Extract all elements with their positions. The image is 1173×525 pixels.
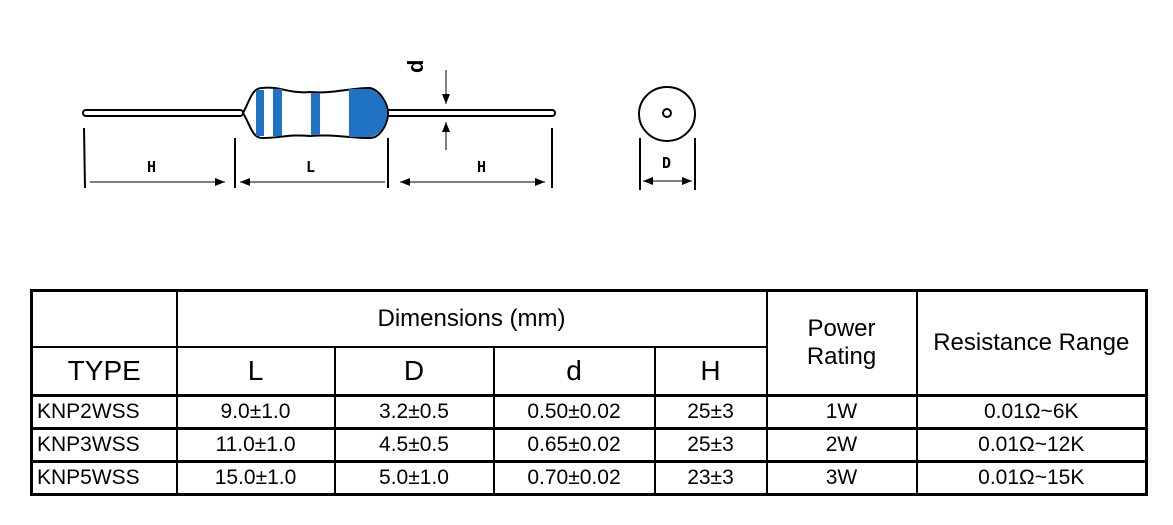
color-band xyxy=(273,89,282,136)
power-cell: 2W xyxy=(765,427,918,463)
range-cell: 0.01Ω~6K xyxy=(915,394,1148,430)
specifications-table: Dimensions (mm) Power Rating Resistance … xyxy=(30,289,1148,496)
dimension-label-h-left: H xyxy=(147,158,156,176)
h-cell: 25±3 xyxy=(653,394,768,430)
power-header-line1: Power xyxy=(807,315,876,342)
dimension-label-d-small: d xyxy=(403,60,428,73)
empty-header-cell xyxy=(30,289,178,348)
power-cell: 1W xyxy=(765,394,918,430)
type-cell: KNP2WSS xyxy=(30,394,178,430)
column-header-l: L xyxy=(175,346,336,397)
dimension-label-l: L xyxy=(306,158,315,176)
color-band xyxy=(311,93,320,135)
D-cell: 4.5±0.5 xyxy=(333,427,495,463)
resistor-end-view xyxy=(638,86,696,190)
d-cell: 0.70±0.02 xyxy=(492,460,656,496)
dimensions-header: Dimensions (mm) xyxy=(175,289,768,348)
table-row: KNP3WSS 11.0±1.0 4.5±0.5 0.65±0.02 25±3 … xyxy=(30,427,1148,463)
range-cell: 0.01Ω~12K xyxy=(915,427,1148,463)
type-cell: KNP3WSS xyxy=(30,427,178,463)
power-header-line2: Rating xyxy=(806,343,877,370)
dimension-label-d-big: D xyxy=(662,154,671,172)
type-cell: KNP5WSS xyxy=(30,460,178,496)
d-cell: 0.65±0.02 xyxy=(492,427,656,463)
resistor-dimension-diagram: H L H d D xyxy=(82,60,696,190)
table-row: KNP2WSS 9.0±1.0 3.2±0.5 0.50±0.02 25±3 1… xyxy=(30,394,1148,430)
h-cell: 23±3 xyxy=(653,460,768,496)
d-cell: 0.50±0.02 xyxy=(492,394,656,430)
power-rating-header: Power Rating xyxy=(765,289,918,397)
l-cell: 9.0±1.0 xyxy=(175,394,336,430)
column-header-h: H xyxy=(653,346,768,397)
resistance-range-header: Resistance Range xyxy=(915,289,1148,397)
column-header-D: D xyxy=(333,346,495,397)
l-cell: 11.0±1.0 xyxy=(175,427,336,463)
range-cell: 0.01Ω~15K xyxy=(915,460,1148,496)
power-cell: 3W xyxy=(765,460,918,496)
l-cell: 15.0±1.0 xyxy=(175,460,336,496)
h-cell: 25±3 xyxy=(653,427,768,463)
dimension-label-h-right: H xyxy=(477,158,486,176)
D-cell: 5.0±1.0 xyxy=(333,460,495,496)
color-band xyxy=(256,90,264,136)
color-band xyxy=(349,89,387,137)
table-row: KNP5WSS 15.0±1.0 5.0±1.0 0.70±0.02 23±3 … xyxy=(30,460,1148,496)
resistor-body xyxy=(241,86,390,140)
column-header-d: d xyxy=(492,346,656,397)
dimension-lines xyxy=(83,70,553,189)
D-cell: 3.2±0.5 xyxy=(333,394,495,430)
type-header: TYPE xyxy=(30,346,178,397)
